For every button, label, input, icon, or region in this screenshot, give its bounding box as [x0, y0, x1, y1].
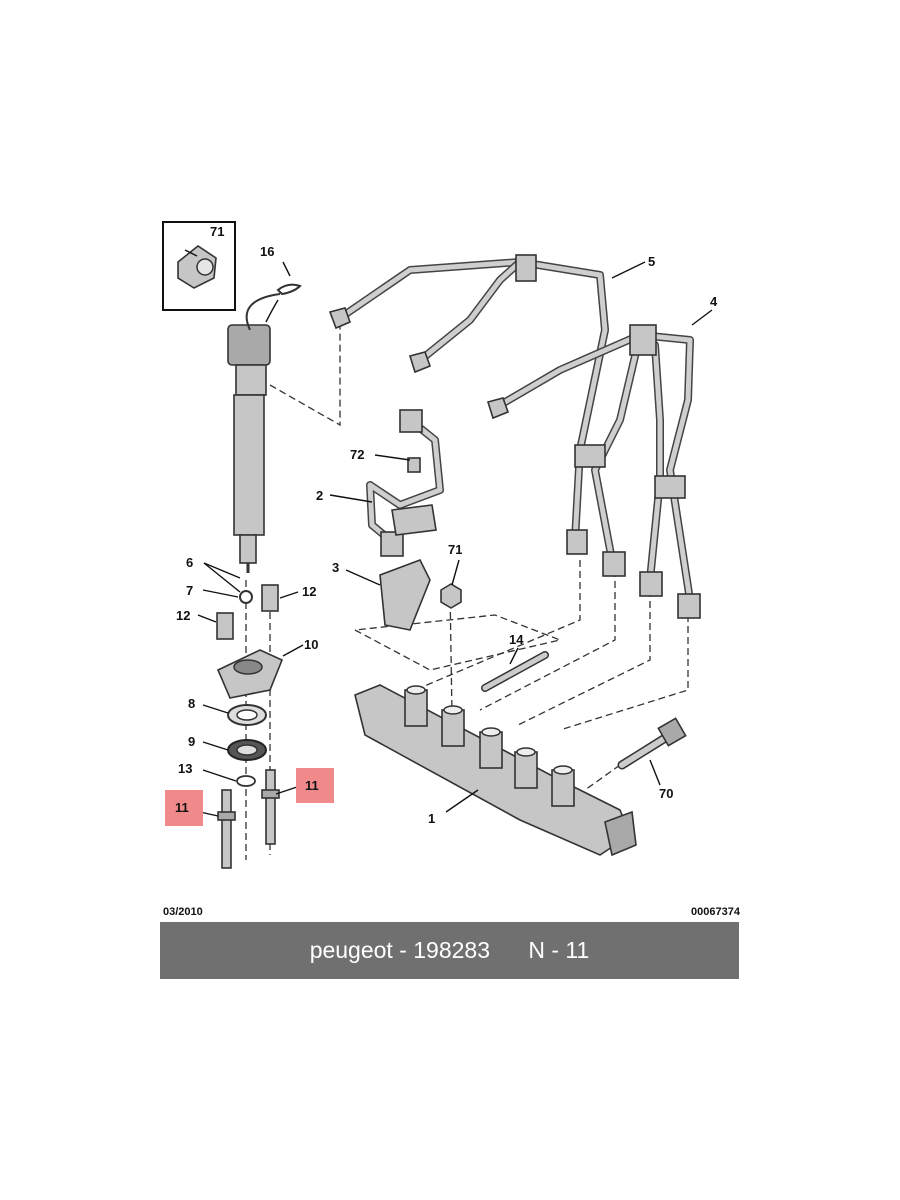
label-5: 5	[648, 254, 655, 269]
label-8: 8	[188, 696, 195, 711]
caption-spacer	[490, 937, 528, 964]
highlight-11-left	[165, 790, 203, 826]
label-4: 4	[710, 294, 718, 309]
label-1: 1	[428, 811, 435, 826]
caption-part-number: peugeot - 198283	[309, 937, 491, 963]
highlight-11-right	[296, 768, 334, 803]
label-3: 3	[332, 560, 339, 575]
diagram-date: 03/2010	[163, 906, 203, 918]
bolt-70	[617, 717, 687, 770]
clip-16	[265, 283, 302, 323]
leader-lines	[197, 261, 713, 817]
label-11-right: 11	[305, 778, 319, 793]
label-70: 70	[659, 786, 673, 801]
injector	[227, 293, 281, 573]
caption-banner: peugeot - 198283 N - 11	[160, 922, 739, 979]
label-71: 71	[448, 542, 462, 557]
caption-item-number: N - 11	[528, 937, 590, 963]
label-16: 16	[260, 244, 274, 259]
label-13: 13	[178, 761, 192, 776]
label-14: 14	[509, 632, 524, 647]
label-9: 9	[188, 734, 195, 749]
diagram-reference: 00067374	[691, 906, 740, 918]
pipe-4	[486, 324, 701, 619]
seals-stack	[216, 584, 284, 787]
label-12-left: 12	[176, 608, 190, 623]
label-72: 72	[350, 447, 364, 462]
label-71-inset: 71	[210, 224, 224, 239]
inset-box-71	[162, 221, 236, 311]
label-10: 10	[304, 637, 318, 652]
label-7: 7	[186, 583, 193, 598]
label-6: 6	[186, 555, 193, 570]
stud-14	[481, 651, 549, 692]
label-11-left: 11	[175, 800, 189, 815]
fuel-rail-1	[354, 684, 637, 857]
pipe-2-bracket-3	[366, 409, 462, 631]
label-2: 2	[316, 488, 323, 503]
label-12-right: 12	[302, 584, 316, 599]
